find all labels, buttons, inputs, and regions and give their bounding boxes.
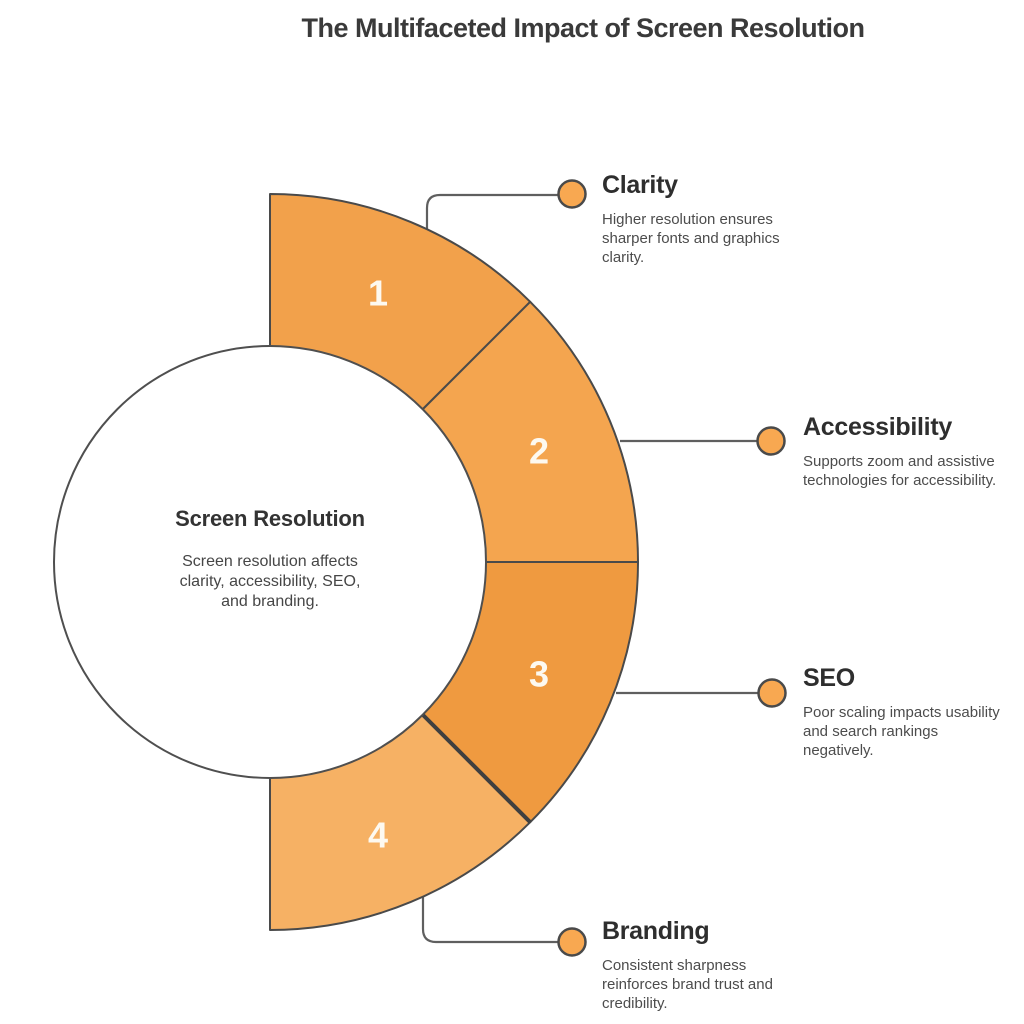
- description-line: clarity.: [602, 248, 645, 266]
- connector-line-clarity: [425, 193, 559, 232]
- segment-2-number: 2: [529, 431, 549, 472]
- segment-3-number: 3: [529, 654, 549, 695]
- center-description: Screen resolution affects clarity, acces…: [140, 552, 400, 612]
- section-description-accessibility: Supports zoom and assistive technologies…: [803, 452, 1024, 490]
- description-line: and branding.: [221, 593, 319, 610]
- section-heading-branding: Branding: [602, 917, 710, 945]
- section-heading-clarity: Clarity: [602, 171, 678, 199]
- segment-4-number: 4: [368, 815, 388, 856]
- connector-line-branding: [421, 896, 559, 944]
- description-line: Screen resolution affects: [182, 553, 358, 570]
- section-heading-seo: SEO: [803, 664, 855, 692]
- description-line: Higher resolution ensures: [602, 210, 773, 228]
- section-description-clarity: Higher resolution ensures sharper fonts …: [602, 210, 832, 267]
- section-description-branding: Consistent sharpness reinforces brand tr…: [602, 956, 832, 1013]
- description-line: technologies for accessibility.: [803, 471, 997, 489]
- connector-dot-seo: [757, 678, 787, 708]
- center-heading: Screen Resolution: [175, 506, 365, 531]
- section-clarity: Clarity Higher resolution ensures sharpe…: [602, 171, 832, 267]
- center-label: Screen Resolution Screen resolution affe…: [140, 506, 400, 612]
- connector-dot-branding: [557, 927, 587, 957]
- description-line: Consistent sharpness: [602, 956, 747, 974]
- section-heading-accessibility: Accessibility: [803, 413, 952, 441]
- description-line: sharper fonts and graphics: [602, 229, 780, 247]
- description-line: clarity, accessibility, SEO,: [179, 573, 361, 590]
- description-line: Poor scaling impacts usability: [803, 703, 1000, 721]
- description-line: and search rankings: [803, 722, 939, 740]
- section-accessibility: Accessibility Supports zoom and assistiv…: [803, 413, 1024, 490]
- description-line: negatively.: [803, 741, 874, 759]
- section-description-seo: Poor scaling impacts usability and searc…: [803, 703, 1024, 760]
- section-seo: SEO Poor scaling impacts usability and s…: [803, 664, 1024, 760]
- page-title: The Multifaceted Impact of Screen Resolu…: [301, 13, 865, 43]
- center-circle: [53, 345, 487, 779]
- description-line: reinforces brand trust and: [602, 975, 773, 993]
- description-line: credibility.: [602, 994, 668, 1012]
- description-line: Supports zoom and assistive: [803, 452, 995, 470]
- connector-dot-accessibility: [756, 426, 786, 456]
- section-branding: Branding Consistent sharpness reinforces…: [602, 917, 832, 1013]
- connector-dot-clarity: [557, 179, 587, 209]
- segment-3-4-divider: [420, 712, 532, 824]
- segment-1-number: 1: [368, 273, 388, 314]
